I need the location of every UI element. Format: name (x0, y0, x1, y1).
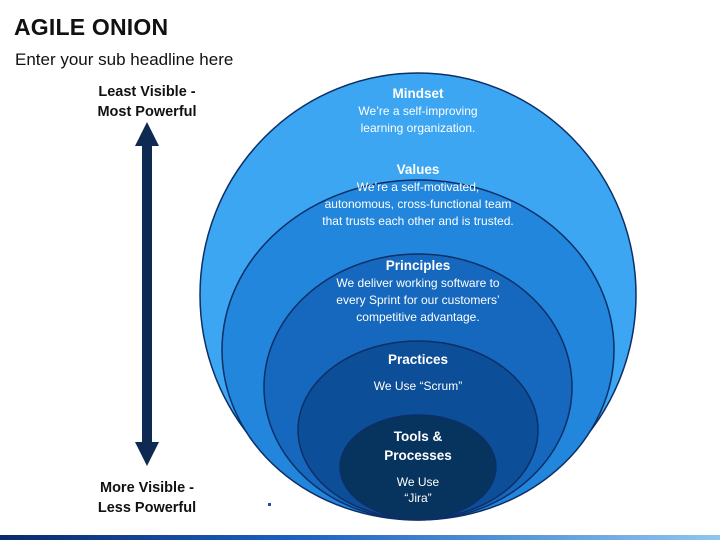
page-title: AGILE ONION (14, 14, 169, 40)
top-scale-label-line-2: Most Powerful (97, 104, 197, 120)
layer-values: Values We’re a self-motivated, autonomou… (295, 160, 541, 230)
layer-practices-title: Practices (387, 352, 449, 367)
layer-values-desc-1: We’re a self-motivated, (356, 180, 480, 194)
layer-principles-desc-3: competitive advantage. (356, 310, 480, 324)
page-subtitle: Enter your sub headline here (15, 50, 234, 69)
layer-principles-title: Principles (385, 258, 451, 273)
double-arrow-icon (135, 122, 159, 466)
layer-mindset-desc-1: We’re a self-improving (358, 104, 478, 118)
layer-practices-desc-1: We Use “Scrum” (373, 379, 463, 393)
layer-mindset: Mindset We’re a self-improving learning … (300, 84, 536, 137)
top-scale-label: Least Visible - Most Powerful (62, 82, 232, 122)
layer-tools-title-2: Processes (384, 448, 452, 463)
arrow-shape (135, 122, 159, 466)
layer-tools-desc-2: “Jira” (404, 491, 432, 505)
top-scale-label-line-1: Least Visible - (98, 84, 196, 100)
layer-values-desc-3: that trusts each other and is trusted. (322, 214, 514, 228)
layer-values-desc-2: autonomous, cross-functional team (324, 197, 512, 211)
layer-mindset-desc-2: learning organization. (360, 121, 476, 135)
layer-tools-title-1: Tools & (393, 429, 443, 444)
layer-principles: Principles We deliver working software t… (300, 256, 536, 326)
layer-tools-desc-1: We Use (396, 475, 440, 489)
bottom-scale-label-line-1: More Visible - (99, 480, 194, 496)
bottom-scale-label-line-2: Less Powerful (97, 500, 197, 516)
bottom-scale-label: More Visible - Less Powerful (62, 478, 232, 518)
layer-principles-desc-1: We deliver working software to (336, 276, 500, 290)
layer-practices: Practices We Use “Scrum” (328, 350, 508, 395)
layer-principles-desc-2: every Sprint for our customers’ (336, 293, 500, 307)
footer-gradient-bar (0, 535, 720, 540)
layer-tools: Tools & Processes We Use “Jira” (358, 427, 478, 506)
layer-mindset-title: Mindset (392, 86, 444, 101)
layer-values-title: Values (396, 162, 440, 177)
decorative-dot (268, 503, 271, 506)
layer-tools-ring (339, 414, 497, 520)
